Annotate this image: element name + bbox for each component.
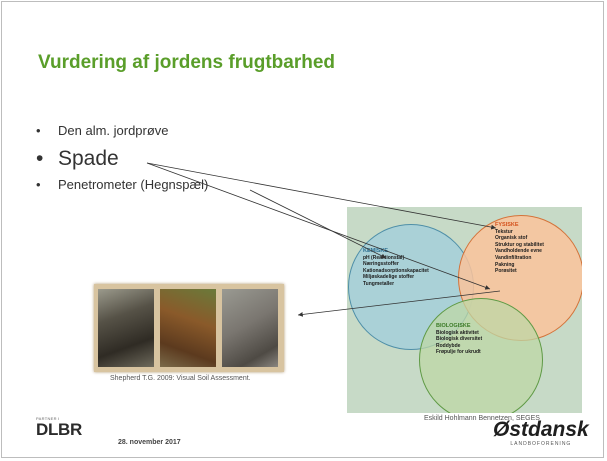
bullet-dot-icon: •	[36, 177, 41, 192]
dlbr-logo-text: DLBR	[36, 420, 83, 439]
author-credit: Eskild Hohlmann Bennetzen, SEGES	[424, 415, 540, 422]
fysiske-item: Vandinfiltration	[495, 254, 532, 261]
biologiske-label-group: BIOLOGISKE Biologisk aktivitet Biologisk…	[436, 323, 482, 356]
fysiske-item: Organisk stof	[495, 235, 528, 242]
bullet-item: • Penetrometer (Hegnspæl)	[36, 174, 208, 196]
ostdansk-logo-name: Østdansk	[493, 418, 589, 441]
soil-properties-venn-diagram: KEMISKE pH (Reaktionstal) Næringsstoffer…	[347, 207, 582, 413]
dlbr-logo: PARTNER I DLBR	[36, 416, 82, 439]
kemiske-item: Tungmetaller	[363, 280, 395, 287]
partner-label: PARTNER I	[36, 416, 60, 421]
fysiske-label-group: FYSISKE Tekstur Organisk stof Struktur o…	[495, 222, 544, 275]
arrow-to-tekstur	[146, 162, 497, 230]
slide-date: 28. november 2017	[118, 439, 181, 446]
biologiske-heading: BIOLOGISKE	[436, 323, 471, 329]
arrow-to-kemiske	[249, 189, 387, 259]
fysiske-item: Porøsitet	[495, 268, 517, 275]
kemiske-item: Miljøskadelige stoffer	[363, 274, 415, 281]
bullet-item: • Den alm. jordprøve	[36, 120, 208, 142]
biologiske-item: Roddybde	[436, 342, 461, 349]
bullet-dot-icon: •	[36, 147, 44, 170]
biologiske-circle	[419, 298, 543, 413]
fysiske-item: Struktur og stabilitet	[495, 241, 544, 248]
arrow-to-porositet	[146, 162, 491, 290]
kemiske-heading: KEMISKE	[363, 248, 389, 254]
bullet-text: Spade	[58, 147, 119, 170]
fysiske-item: Tekstur	[495, 228, 513, 235]
bullet-dot-icon: •	[36, 123, 41, 138]
soil-sample-photos	[94, 284, 284, 372]
fysiske-heading: FYSISKE	[495, 222, 519, 228]
photo-caption: Shepherd T.G. 2009: Visual Soil Assessme…	[110, 375, 251, 382]
arrow-to-photos	[297, 290, 501, 317]
soil-photo	[222, 289, 278, 367]
fysiske-item: Vandholdende evne	[495, 248, 542, 255]
bullet-text: Penetrometer (Hegnspæl)	[58, 177, 209, 192]
fysiske-item: Pakning	[495, 261, 515, 268]
bullet-list: • Den alm. jordprøve • Spade • Penetrometer…	[36, 120, 208, 196]
biologiske-item: Biologisk aktivitet	[436, 329, 479, 336]
soil-photo	[98, 289, 154, 367]
ostdansk-logo-sub: LANDBOFORENING	[510, 441, 572, 447]
kemiske-item: Kationadsorptionskapacitet	[363, 267, 429, 274]
kemiske-item: Næringsstoffer	[363, 261, 399, 268]
bullet-text: Den alm. jordprøve	[58, 123, 169, 138]
biologiske-item: Frøpulje for ukrudt	[436, 349, 481, 356]
biologiske-item: Biologisk diversitet	[436, 336, 483, 343]
slide-title: Vurdering af jordens frugtbarhed	[38, 52, 335, 73]
soil-photo	[160, 289, 216, 367]
bullet-item: • Spade	[36, 144, 208, 174]
ostdansk-logo: Østdansk LANDBOFORENING	[493, 418, 589, 448]
